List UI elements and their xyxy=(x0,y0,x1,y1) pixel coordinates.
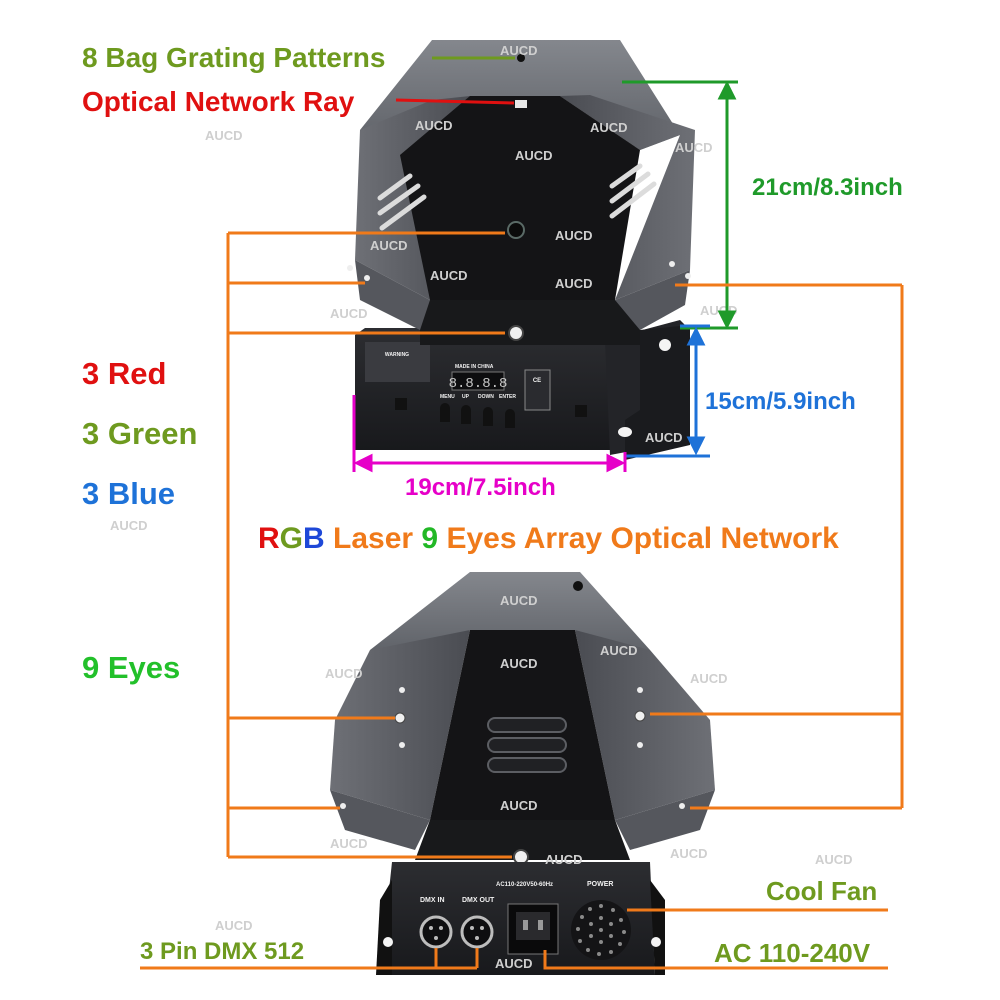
dmx-in-connector xyxy=(419,915,453,949)
label-9-eyes: 9 Eyes xyxy=(82,650,181,685)
menu-button-label: MENU xyxy=(440,394,455,400)
warning-label: WARNING xyxy=(385,352,409,358)
callout-ac xyxy=(543,950,888,970)
watermark: AUCD xyxy=(330,306,368,321)
watermark: AUCD xyxy=(205,128,243,143)
watermark: AUCD xyxy=(815,852,853,867)
bottom-device-head xyxy=(330,572,715,865)
watermark: AUCD xyxy=(330,836,368,851)
watermark: AUCD xyxy=(500,593,538,608)
watermark: AUCD xyxy=(430,268,468,283)
bottom-device: DMX IN DMX OUT AC110-220V50-60Hz POWER xyxy=(330,572,715,975)
watermark: AUCD xyxy=(645,430,683,445)
label-optical-network-ray: Optical Network Ray xyxy=(82,86,355,117)
top-device: WARNING MADE IN CHINA 8.8.8.8 CE MENU UP… xyxy=(347,40,695,460)
watermark: AUCD xyxy=(555,228,593,243)
up-button-label: UP xyxy=(462,394,470,400)
label-ac-voltage: AC 110-240V xyxy=(714,938,871,968)
watermark: AUCD xyxy=(415,118,453,133)
label-height-base: 15cm/5.9inch xyxy=(705,388,856,415)
label-height-top: 21cm/8.3inch xyxy=(752,174,903,201)
product-title: RGB Laser 9 Eyes Array Optical Network xyxy=(258,524,839,554)
title-r: R xyxy=(258,522,280,555)
label-dmx: 3 Pin DMX 512 xyxy=(140,938,305,965)
ce-mark: CE xyxy=(533,378,541,384)
down-button-label: DOWN xyxy=(478,394,494,400)
watermark: AUCD xyxy=(590,120,628,135)
dmx-out-connector xyxy=(460,915,494,949)
label-width: 19cm/7.5inch xyxy=(405,474,556,501)
dimension-width xyxy=(352,395,627,473)
label-3-red: 3 Red xyxy=(82,356,167,391)
label-3-green: 3 Green xyxy=(82,416,198,451)
watermark: AUCD xyxy=(515,148,553,163)
watermark: AUCD xyxy=(500,656,538,671)
dimension-height-base xyxy=(626,324,710,458)
title-rest: Eyes Array Optical Network xyxy=(438,522,839,555)
title-nine: 9 xyxy=(421,522,439,555)
callout-optical-ray xyxy=(395,98,515,105)
watermark: AUCD xyxy=(555,276,593,291)
watermark: AUCD xyxy=(495,956,533,971)
watermark: AUCD xyxy=(670,846,708,861)
watermark: AUCD xyxy=(325,666,363,681)
watermark: AUCD xyxy=(545,852,583,867)
top-device-base: WARNING MADE IN CHINA 8.8.8.8 CE MENU UP… xyxy=(355,320,690,460)
dmx-in-label: DMX IN xyxy=(420,897,445,904)
made-in-label: MADE IN CHINA xyxy=(455,364,494,370)
power-spec-label: AC110-220V50-60Hz xyxy=(496,882,553,888)
seven-seg-display: 8.8.8.8 xyxy=(449,376,508,392)
label-cool-fan: Cool Fan xyxy=(766,876,878,906)
bottom-device-base: DMX IN DMX OUT AC110-220V50-60Hz POWER xyxy=(376,862,665,975)
power-inlet xyxy=(507,903,559,955)
fan-grille xyxy=(571,900,631,960)
watermark: AUCD xyxy=(500,798,538,813)
enter-button-label: ENTER xyxy=(499,394,516,400)
dmx-out-label: DMX OUT xyxy=(462,897,495,904)
callout-eyes xyxy=(226,231,904,859)
power-label: POWER xyxy=(587,881,613,888)
control-buttons xyxy=(440,403,515,428)
title-g: G xyxy=(279,522,304,555)
top-device-head xyxy=(347,40,695,345)
watermark: AUCD xyxy=(600,643,638,658)
watermark: AUCD xyxy=(370,238,408,253)
watermark: AUCD xyxy=(215,918,253,933)
watermark: AUCD xyxy=(675,140,713,155)
watermark: AUCD xyxy=(690,671,728,686)
label-3-blue: 3 Blue xyxy=(82,476,176,511)
dimension-height-top xyxy=(622,80,738,330)
watermark: AUCD xyxy=(500,43,538,58)
label-grating-patterns: 8 Bag Grating Patterns xyxy=(82,42,386,73)
callout-dmx xyxy=(140,948,479,970)
watermark: AUCD xyxy=(110,518,148,533)
title-laser: Laser xyxy=(324,522,422,555)
title-b: B xyxy=(303,522,325,555)
